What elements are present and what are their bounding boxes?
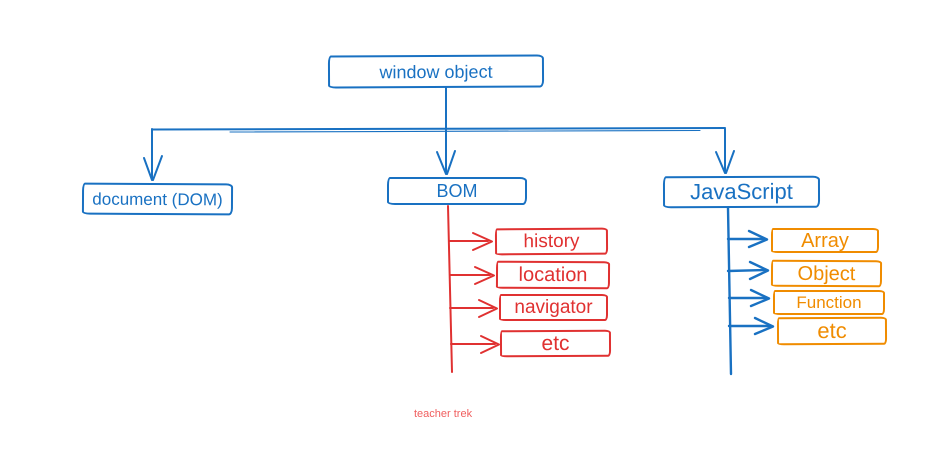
node-object: Object — [770, 259, 883, 288]
node-function: Function — [773, 290, 885, 315]
node-navigator-label: navigator — [514, 297, 593, 318]
arrow-right-icon-location — [474, 266, 495, 285]
node-bom-etc-label: etc — [541, 331, 570, 356]
connector-branch-horizontal-sketch — [229, 129, 701, 133]
arrow-down-icon-javascript — [715, 150, 735, 174]
node-function-label: Function — [796, 293, 862, 312]
arrow-right-icon-history — [472, 232, 493, 251]
connector-branch-horizontal — [151, 127, 726, 131]
node-bom-etc: etc — [499, 329, 612, 358]
connector-bom-spine — [447, 205, 453, 373]
node-javascript-label: JavaScript — [690, 178, 793, 205]
node-history-label: history — [523, 230, 580, 253]
arrow-right-icon-bom-etc — [480, 335, 500, 354]
node-document-dom-label: document (DOM) — [92, 189, 223, 209]
node-javascript-etc-label: etc — [817, 317, 847, 344]
arrow-right-icon-function — [749, 288, 771, 308]
connector-javascript-spine — [726, 206, 733, 376]
node-location-label: location — [518, 263, 588, 287]
node-location: location — [495, 260, 611, 290]
arrow-right-icon-array — [747, 229, 769, 249]
node-bom-label: BOM — [436, 181, 478, 201]
node-history: history — [494, 227, 609, 256]
arrow-right-icon-js-etc — [753, 316, 775, 336]
arrow-right-icon-object — [748, 260, 770, 281]
arrow-right-icon-navigator — [478, 299, 498, 318]
node-window-object-label: window object — [379, 61, 493, 82]
node-object-label: Object — [797, 262, 856, 285]
node-navigator: navigator — [499, 294, 608, 321]
node-bom: BOM — [387, 177, 527, 205]
node-array: Array — [771, 228, 879, 253]
arrow-down-icon-document — [143, 155, 163, 181]
connector-arrow-object — [726, 268, 766, 273]
arrow-down-icon-bom — [436, 150, 456, 175]
node-document-dom: document (DOM) — [81, 182, 234, 216]
node-array-label: Array — [801, 229, 849, 252]
node-javascript: JavaScript — [662, 175, 821, 209]
node-javascript-etc: etc — [776, 316, 888, 346]
watermark-teacher-trek: teacher trek — [414, 408, 473, 420]
node-window-object: window object — [327, 54, 545, 89]
